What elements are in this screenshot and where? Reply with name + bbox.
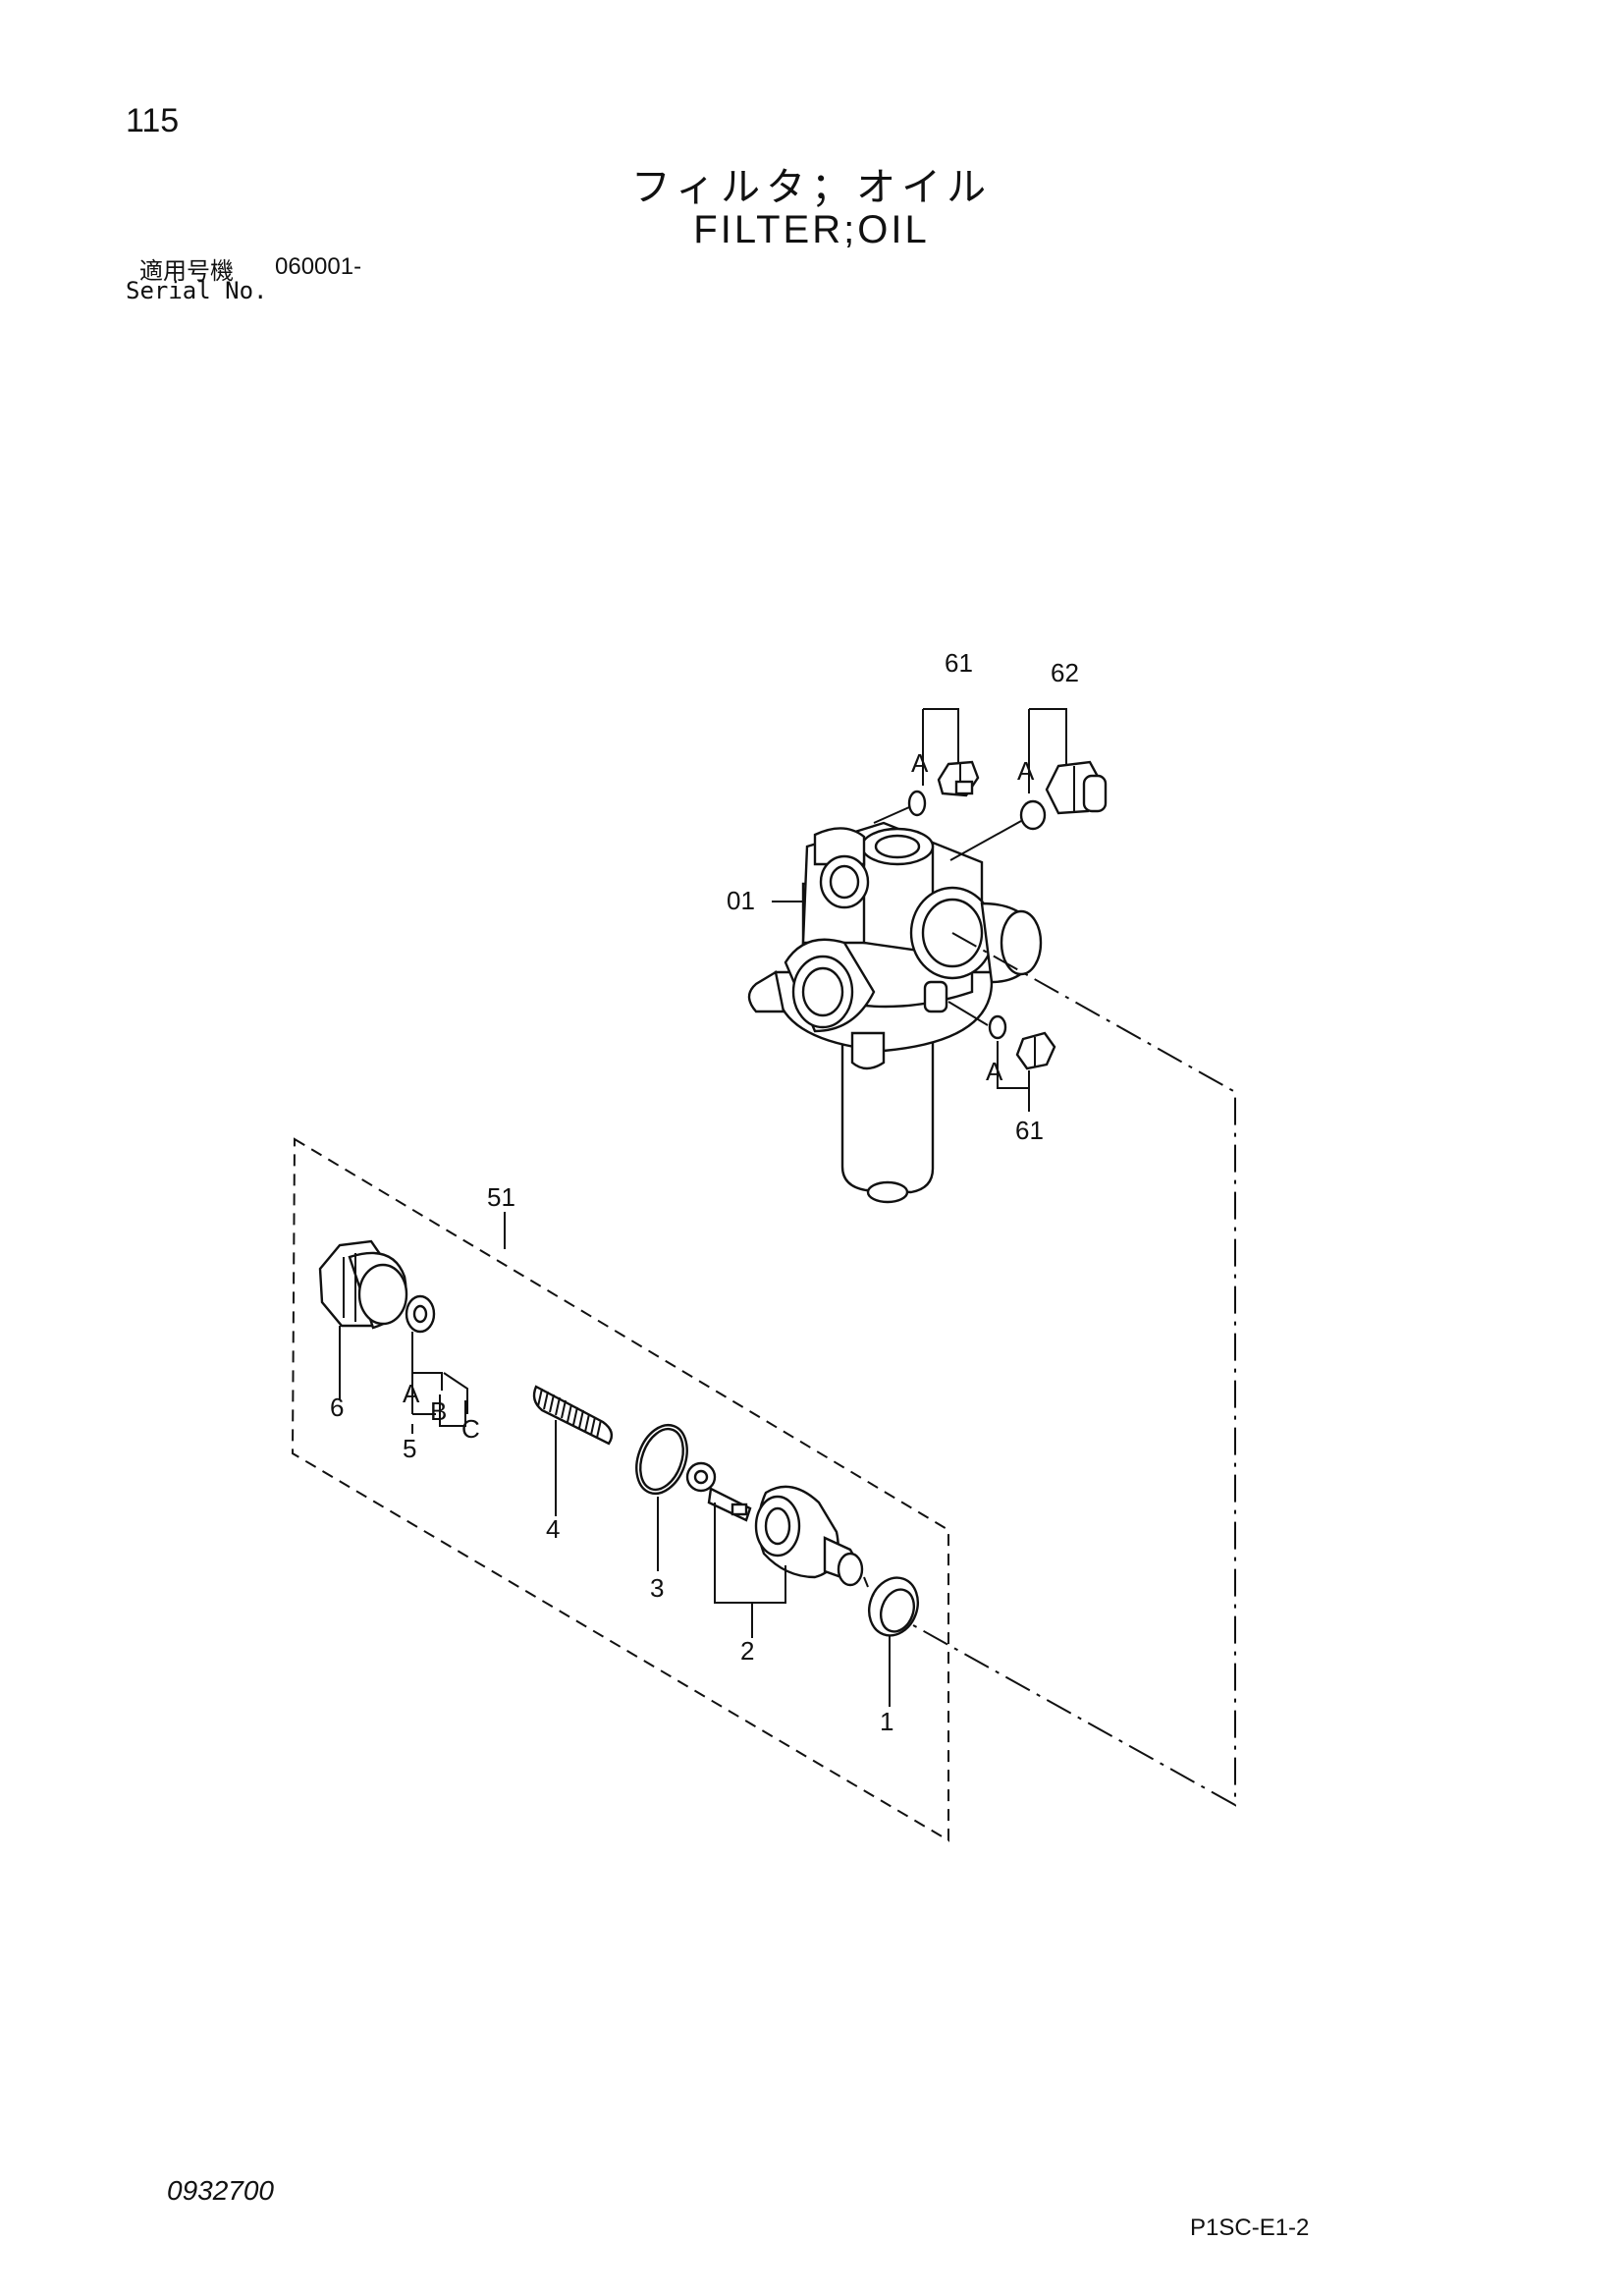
callout-5: 5 xyxy=(403,1434,416,1463)
kit-outline-51 xyxy=(291,1137,949,1842)
title-japanese: フィルタ；オイル xyxy=(630,165,993,210)
callout-3: 3 xyxy=(650,1573,664,1603)
o-ring-a-62 xyxy=(1019,799,1047,831)
valve-part-2 xyxy=(685,1461,869,1638)
page-number: 115 xyxy=(126,102,180,139)
letter-a-5: A xyxy=(403,1379,420,1408)
callout-62: 62 xyxy=(1051,658,1079,687)
callout-6: 6 xyxy=(330,1393,344,1422)
washer-part-5 xyxy=(405,1294,468,1434)
callout-61-top: 61 xyxy=(945,648,973,678)
serial-label-english: Serial No. xyxy=(126,277,268,304)
callout-01: 01 xyxy=(727,886,755,915)
assembly-line xyxy=(896,932,1236,1807)
letter-a-61-top: A xyxy=(911,748,929,778)
letter-a-61-bottom: A xyxy=(986,1057,1003,1086)
leader-lines-top xyxy=(772,708,1067,1112)
callout-51: 51 xyxy=(487,1182,515,1212)
spring-part-4 xyxy=(532,1385,614,1516)
ring-part-1 xyxy=(868,1576,919,1707)
serial-label-japanese: 適用号機 xyxy=(139,257,234,285)
o-ring-part-3 xyxy=(635,1423,688,1571)
filter-housing-01 xyxy=(747,821,1043,1204)
plug-61-top xyxy=(937,760,980,797)
letter-b-5: B xyxy=(430,1396,447,1426)
serial-number-value: 060001- xyxy=(275,253,362,280)
letter-c-5: C xyxy=(461,1414,480,1444)
o-ring-a-top xyxy=(907,790,927,817)
title-english: FILTER;OIL xyxy=(693,208,930,251)
plug-62 xyxy=(1045,760,1108,815)
cap-part-6 xyxy=(318,1239,408,1400)
document-code: 0932700 xyxy=(167,2175,275,2206)
callout-1: 1 xyxy=(880,1707,893,1736)
callout-61-bottom: 61 xyxy=(1015,1116,1044,1145)
letter-a-62: A xyxy=(1017,756,1035,786)
sheet-code: P1SC-E1-2 xyxy=(1190,2214,1310,2241)
callout-2: 2 xyxy=(740,1636,754,1666)
plug-61-bottom xyxy=(1015,1031,1056,1070)
callout-4: 4 xyxy=(546,1514,560,1544)
o-ring-a-bottom xyxy=(988,1014,1007,1040)
